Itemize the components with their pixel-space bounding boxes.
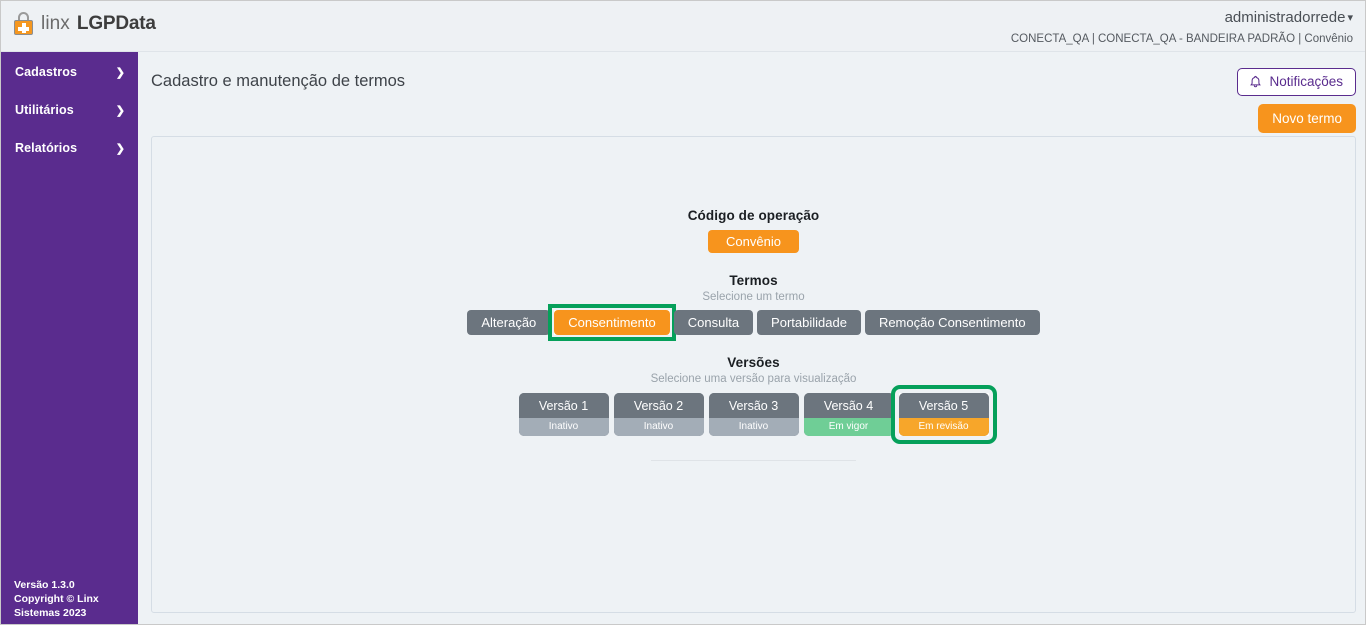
section-divider — [651, 460, 856, 461]
header-actions: Notificações Novo termo — [1237, 68, 1356, 133]
operation-value-chip[interactable]: Convênio — [708, 230, 799, 253]
term-wrapper-highlighted: Consentimento — [548, 304, 676, 341]
term-wrapper: Alteração — [467, 310, 551, 335]
chevron-right-icon: ❯ — [115, 142, 125, 155]
version-wrapper: Versão 4 Em vigor — [803, 393, 894, 436]
notifications-button[interactable]: Notificações — [1237, 68, 1356, 96]
version-wrapper-highlighted: Versão 5 Em revisão — [890, 385, 997, 444]
version-card-label: Versão 3 — [708, 393, 799, 418]
term-wrapper: Consulta — [673, 310, 754, 335]
sidebar-footer: Versão 1.3.0 Copyright © Linx Sistemas 2… — [14, 578, 132, 620]
page-title: Cadastro e manutenção de termos — [151, 72, 406, 90]
chevron-down-icon: ▾ — [1347, 12, 1353, 24]
user-info: administradorrede▾ CONECTA_QA | CONECTA_… — [1011, 8, 1353, 47]
version-card-5[interactable]: Versão 5 Em revisão — [898, 393, 989, 436]
versions-card-row: Versão 1 Inativo Versão 2 Inativo — [152, 385, 1355, 444]
content-card: Código de operação Convênio Termos Selec… — [151, 136, 1356, 613]
version-status-badge: Inativo — [708, 418, 799, 436]
user-context-label: CONECTA_QA | CONECTA_QA - BANDEIRA PADRÃ… — [1010, 33, 1353, 45]
version-card-label: Versão 5 — [898, 393, 989, 418]
user-menu-button[interactable]: administradorrede▾ — [1011, 8, 1353, 29]
operation-title: Código de operação — [687, 208, 820, 223]
brand-linx-text: linx — [41, 13, 70, 34]
term-button-alteracao[interactable]: Alteração — [467, 310, 551, 335]
version-wrapper: Versão 3 Inativo — [708, 393, 799, 436]
bell-icon — [1249, 75, 1262, 89]
version-card-4[interactable]: Versão 4 Em vigor — [803, 393, 894, 436]
version-card-1[interactable]: Versão 1 Inativo — [518, 393, 609, 436]
version-card-label: Versão 4 — [803, 393, 894, 418]
versions-section: Versões Selecione uma versão para visual… — [152, 355, 1355, 461]
sidebar-item-cadastros[interactable]: Cadastros ❯ — [1, 53, 138, 91]
version-card-3[interactable]: Versão 3 Inativo — [708, 393, 799, 436]
version-status-badge: Em revisão — [898, 418, 989, 436]
version-card-label: Versão 2 — [613, 393, 704, 418]
new-term-button[interactable]: Novo termo — [1258, 104, 1356, 133]
term-button-consentimento[interactable]: Consentimento — [554, 310, 670, 335]
versions-subtitle: Selecione uma versão para visualização — [650, 373, 857, 385]
sidebar-item-label: Utilitários — [15, 103, 74, 117]
sidebar: Cadastros ❯ Utilitários ❯ Relatórios ❯ V… — [1, 52, 138, 624]
version-label: Versão 1.3.0 — [14, 579, 75, 591]
version-status-badge: Inativo — [613, 418, 704, 436]
version-status-badge: Inativo — [518, 418, 609, 436]
terms-subtitle: Selecione um termo — [702, 291, 805, 303]
term-button-remocao-consentimento[interactable]: Remoção Consentimento — [864, 310, 1040, 335]
terms-section: Termos Selecione um termo Alteração Cons… — [152, 273, 1355, 341]
term-button-consulta[interactable]: Consulta — [673, 310, 754, 335]
notifications-label: Notificações — [1269, 74, 1343, 89]
version-wrapper: Versão 1 Inativo — [518, 393, 609, 436]
brand-logo: linx LGPData — [13, 12, 156, 36]
sidebar-item-relatorios[interactable]: Relatórios ❯ — [1, 129, 138, 167]
terms-button-row: Alteração Consentimento Consulta Portabi… — [152, 304, 1355, 341]
version-wrapper: Versão 2 Inativo — [613, 393, 704, 436]
term-wrapper: Remoção Consentimento — [864, 310, 1040, 335]
version-card-label: Versão 1 — [518, 393, 609, 418]
term-button-portabilidade[interactable]: Portabilidade — [757, 310, 861, 335]
top-bar: linx LGPData administradorrede▾ CONECTA_… — [1, 1, 1365, 52]
padlock-icon — [13, 12, 34, 36]
terms-title: Termos — [729, 273, 778, 288]
version-status-badge: Em vigor — [803, 418, 894, 436]
user-name-label: administradorrede — [1224, 9, 1346, 26]
sidebar-item-utilitarios[interactable]: Utilitários ❯ — [1, 91, 138, 129]
sidebar-item-label: Cadastros — [15, 65, 78, 79]
brand-product-text: LGPData — [76, 13, 156, 34]
main-content: Cadastro e manutenção de termos Notifica… — [138, 52, 1365, 624]
sidebar-item-label: Relatórios — [15, 141, 78, 155]
copyright-label-1: Copyright © Linx — [14, 593, 99, 605]
chevron-right-icon: ❯ — [115, 66, 125, 79]
version-card-2[interactable]: Versão 2 Inativo — [613, 393, 704, 436]
chevron-right-icon: ❯ — [115, 104, 125, 117]
copyright-label-2: Sistemas 2023 — [14, 607, 87, 619]
versions-title: Versões — [727, 355, 780, 370]
term-wrapper: Portabilidade — [757, 310, 861, 335]
selection-stack: Código de operação Convênio Termos Selec… — [152, 208, 1355, 461]
operation-section: Código de operação Convênio — [152, 208, 1355, 253]
